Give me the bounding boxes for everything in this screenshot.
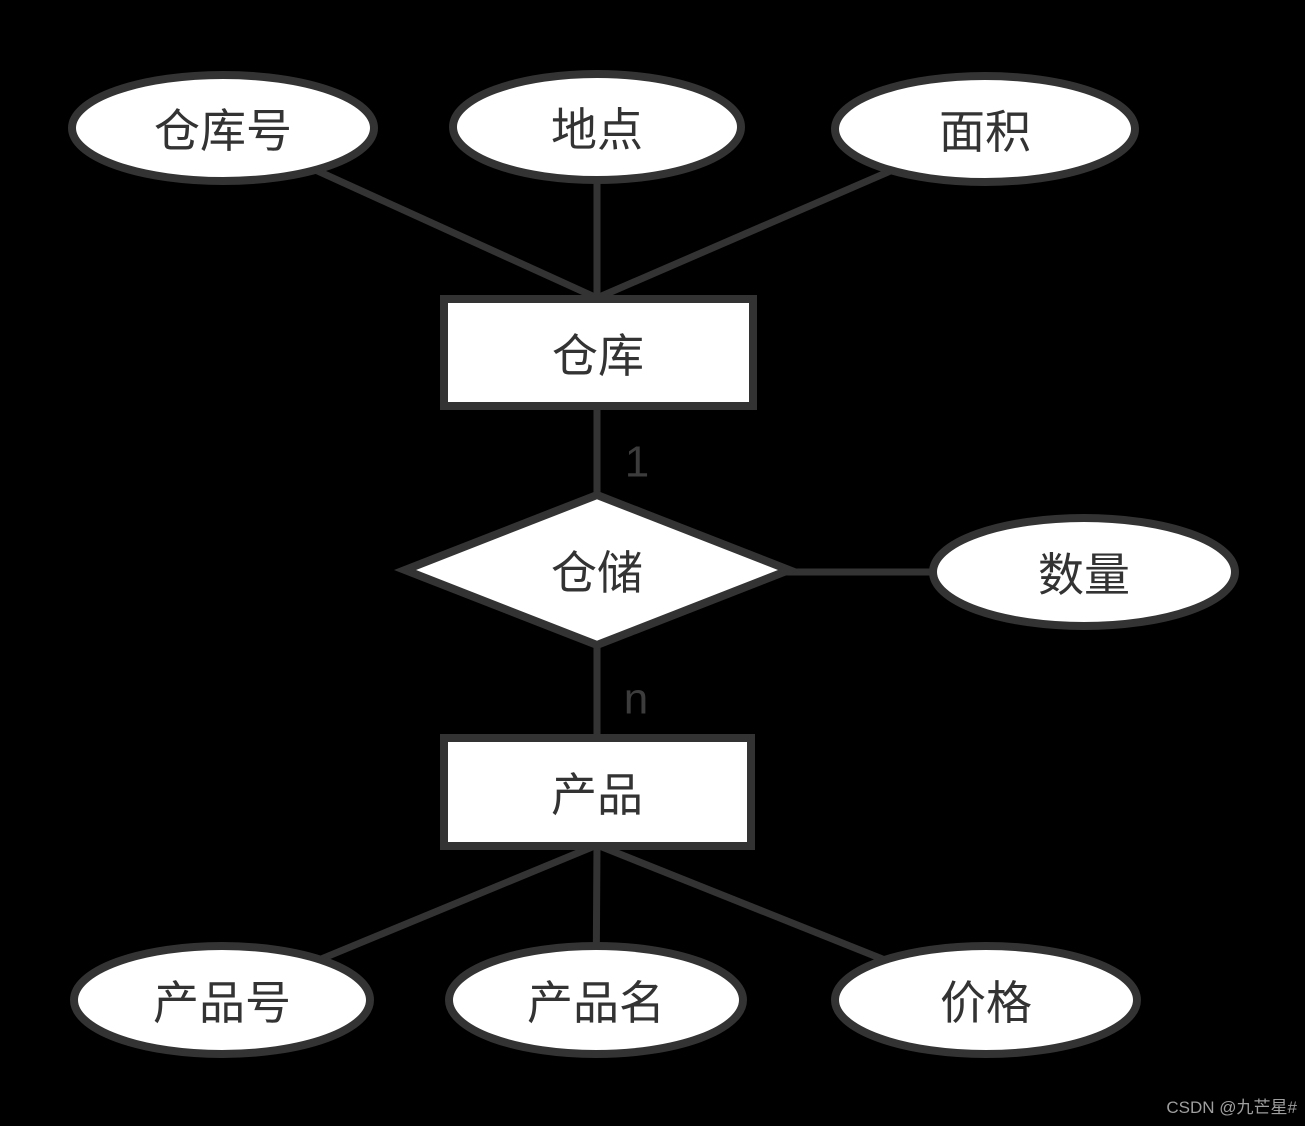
- cardinality-product-side: n: [624, 675, 648, 724]
- entity-product: 产品: [440, 734, 755, 850]
- entity-warehouse: 仓库: [440, 295, 757, 410]
- attribute-ellipse: [929, 514, 1239, 630]
- attribute-area: 面积: [831, 72, 1139, 186]
- attribute-label: 产品号: [153, 977, 291, 1029]
- attribute-ellipse: [70, 942, 374, 1058]
- attribute-label: 产品名: [527, 977, 665, 1029]
- attribute-ellipse: [831, 942, 1141, 1058]
- attribute-label: 地点: [551, 104, 643, 156]
- relationship-label: 仓储: [551, 547, 643, 599]
- attribute-product-name: 产品名: [445, 942, 747, 1058]
- entity-rect: [440, 295, 757, 410]
- attribute-quantity: 数量: [929, 514, 1239, 630]
- attribute-label: 面积: [939, 106, 1031, 158]
- entity-label: 产品: [551, 769, 643, 821]
- attribute-location: 地点: [449, 70, 745, 184]
- entity-rect: [440, 734, 755, 850]
- attribute-ellipse: [68, 71, 378, 185]
- cardinality-warehouse-side: 1: [625, 438, 649, 487]
- relationship-storage: 仓储: [394, 490, 800, 650]
- attribute-ellipse: [449, 70, 745, 184]
- attribute-label: 数量: [1038, 549, 1130, 601]
- entity-label: 仓库: [552, 330, 644, 382]
- attribute-warehouse-no: 仓库号: [68, 71, 378, 185]
- watermark: CSDN @九芒星#: [1166, 1098, 1297, 1117]
- relationship-diamond: [394, 490, 800, 650]
- attribute-ellipse: [445, 942, 747, 1058]
- attribute-ellipse: [831, 72, 1139, 186]
- attribute-label: 仓库号: [154, 105, 292, 157]
- attribute-label: 价格: [940, 977, 1032, 1029]
- attribute-product-no: 产品号: [70, 942, 374, 1058]
- attribute-price: 价格: [831, 942, 1141, 1058]
